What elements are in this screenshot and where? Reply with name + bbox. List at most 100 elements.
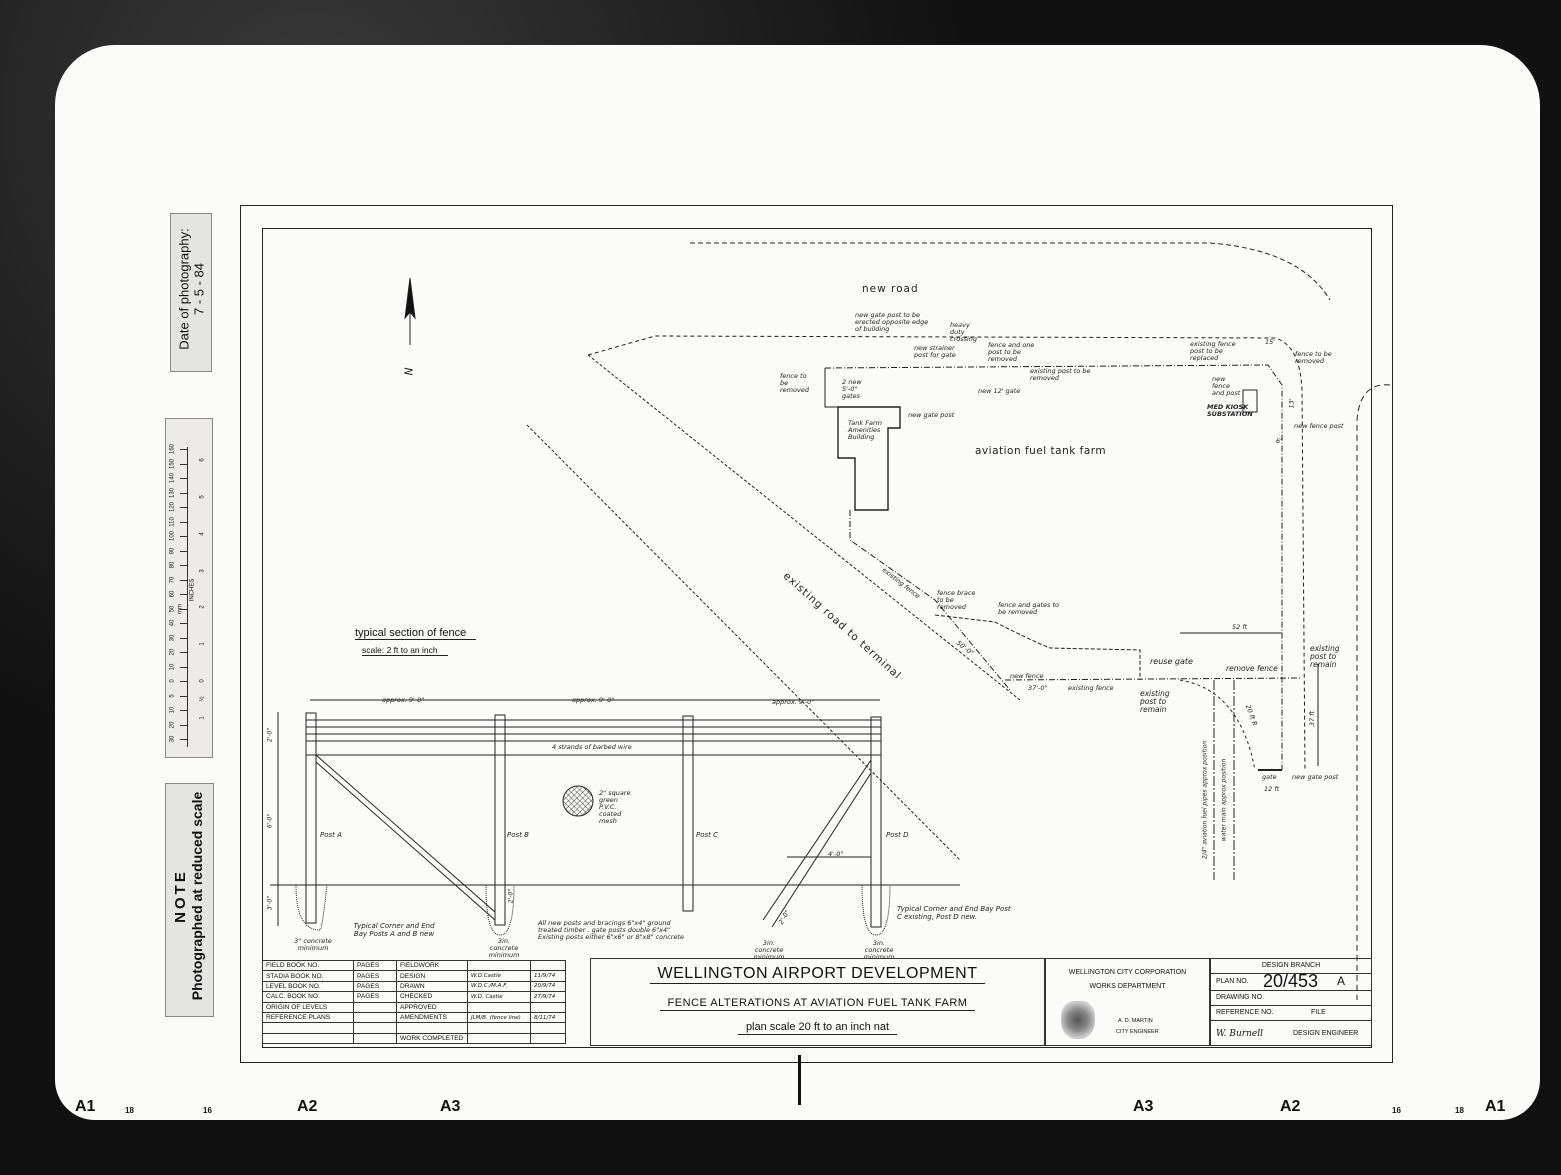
post-a-label: Post A bbox=[320, 831, 342, 839]
building-outline bbox=[837, 406, 901, 511]
signed-name: JLM/B. (fence line) bbox=[467, 1011, 531, 1024]
north-arrow-icon bbox=[404, 277, 416, 345]
note-posts-cd: Typical Corner and End Bay Post C existi… bbox=[897, 905, 1011, 921]
pages-label bbox=[353, 1001, 397, 1013]
fence-section bbox=[270, 699, 960, 936]
drawing-sheet bbox=[55, 45, 1540, 1120]
annotation: new strainer post for gate bbox=[914, 344, 956, 359]
annotation: new gate post bbox=[908, 411, 955, 419]
signed-date: 20/9/74 bbox=[530, 980, 566, 993]
plan-no-label: PLAN NO. bbox=[1216, 978, 1249, 985]
plan-no: 20/453 bbox=[1263, 971, 1319, 991]
annotation: new fence bbox=[1010, 672, 1044, 680]
curved-fence bbox=[1179, 679, 1256, 771]
drawing-no-label: DRAWING NO. bbox=[1211, 991, 1371, 1006]
fence-section-scale: scale: 2 ft to an inch bbox=[362, 645, 448, 656]
title-block-row: WORK COMPLETED bbox=[262, 1032, 566, 1045]
annotation: gate bbox=[1262, 773, 1277, 781]
ruler-tick-mark bbox=[180, 478, 187, 479]
margin-mark: A3 bbox=[1133, 1098, 1154, 1115]
role-label: DESIGN bbox=[396, 970, 468, 982]
ruler-tick-mark bbox=[180, 449, 187, 450]
signed-name bbox=[467, 1032, 531, 1045]
ruler-tick-mark bbox=[180, 695, 187, 697]
annotation: reuse gate bbox=[1150, 657, 1193, 666]
annotation: 52 ft bbox=[1232, 623, 1248, 631]
tank-farm-label: aviation fuel tank farm bbox=[975, 445, 1107, 457]
annotation: new fence post bbox=[1294, 422, 1344, 430]
dimension: 2'-0" bbox=[507, 888, 515, 904]
annotation: existing post to be removed bbox=[1030, 367, 1091, 382]
concrete-label: 3in. concrete minimum bbox=[488, 937, 520, 959]
ruler-tick-mark bbox=[180, 710, 187, 711]
post-c-label: Post C bbox=[696, 831, 719, 839]
annotation: 15' bbox=[1265, 338, 1276, 346]
annotation: heavy duty crossing bbox=[950, 321, 978, 343]
plan-scale: plan scale 20 ft to an inch nat bbox=[590, 1021, 1045, 1035]
date-of-photography-box: Date of photography: 7 - 5 - 84 bbox=[170, 213, 212, 372]
signed-date: 8/11/74 bbox=[530, 1011, 566, 1024]
road-edge-right bbox=[1356, 384, 1391, 1000]
pages-label bbox=[353, 1011, 397, 1024]
ruler-line bbox=[187, 447, 188, 747]
annotation: 37 ft bbox=[1308, 710, 1317, 727]
margin-mark: 16 bbox=[1392, 1106, 1401, 1115]
drawing-title-text: WELLINGTON AIRPORT DEVELOPMENT bbox=[649, 965, 986, 984]
drawing-subtitle: FENCE ALTERATIONS AT AVIATION FUEL TANK … bbox=[590, 997, 1045, 1011]
dimension: approx. 9'-0" bbox=[772, 698, 815, 706]
signed-name bbox=[467, 959, 531, 972]
pages-label: PAGES bbox=[353, 970, 397, 982]
road-edge-top bbox=[690, 242, 1331, 301]
ruler-tick-mark bbox=[180, 608, 187, 610]
annotation: new fence and post bbox=[1212, 375, 1241, 397]
med-kiosk-label: MED KIOSK SUBSTATION bbox=[1207, 403, 1253, 418]
annotation: remove fence bbox=[1226, 664, 1278, 673]
coat-of-arms-icon bbox=[1061, 1001, 1095, 1039]
drawing-title: WELLINGTON AIRPORT DEVELOPMENT bbox=[590, 965, 1045, 984]
pages-label: PAGES bbox=[353, 980, 397, 993]
new-road-label: new road bbox=[862, 283, 919, 295]
concrete-label: 3in. concrete minimum bbox=[753, 939, 785, 961]
fence-south bbox=[1004, 677, 1301, 681]
role-label bbox=[396, 1022, 468, 1034]
role-label: FIELDWORK bbox=[396, 959, 468, 972]
corporation-name: WELLINGTON CITY CORPORATION bbox=[1068, 969, 1187, 976]
book-label: FIELD BOOK NO. bbox=[262, 959, 354, 972]
design-branch-box: DESIGN BRANCH PLAN NO. 20/453 A DRAWING … bbox=[1210, 958, 1372, 1046]
file-label: FILE bbox=[1311, 1009, 1326, 1016]
annotation: new gate post bbox=[1292, 773, 1339, 781]
ruler-tick-mark bbox=[180, 594, 187, 595]
ruler-tick-mark bbox=[180, 463, 187, 465]
note-posts-ab: Typical Corner and End Bay Posts A and B… bbox=[353, 922, 435, 938]
annotation: fence to be removed bbox=[780, 372, 809, 394]
book-label: REFERENCE PLANS bbox=[262, 1011, 354, 1024]
fence-section-title: typical section of fence bbox=[355, 627, 477, 640]
annotation: 2 new 5'-0" gates bbox=[842, 378, 862, 400]
design-engineer-label: DESIGN ENGINEER bbox=[1293, 1030, 1359, 1037]
book-label: CALC. BOOK NO. bbox=[262, 991, 354, 1003]
annotation: 13' bbox=[1287, 398, 1296, 409]
road-edge-diag-1 bbox=[587, 354, 1021, 701]
margin-mark: A1 bbox=[75, 1098, 96, 1115]
ruler-tick-mark bbox=[180, 536, 187, 537]
annotation: 37'-0" bbox=[1028, 684, 1048, 692]
book-label bbox=[262, 1032, 354, 1045]
signed-name: W.D.C./M.A.F. bbox=[467, 980, 531, 993]
signed-date: 27/9/74 bbox=[530, 991, 566, 1003]
ruler-tick-mark bbox=[180, 507, 187, 508]
role-label: WORK COMPLETED bbox=[396, 1032, 468, 1045]
drawing-outer-border bbox=[240, 205, 1393, 1063]
concrete-label: 3in. concrete minimum bbox=[863, 939, 895, 961]
plan-revision: A bbox=[1337, 974, 1346, 988]
dimension: 2'-0" bbox=[266, 727, 274, 743]
signed-date: 11/9/74 bbox=[530, 970, 566, 982]
role-label: AMENDMENTS bbox=[396, 1011, 468, 1024]
north-label: N bbox=[403, 366, 416, 376]
annotation: fence brace to be removed bbox=[937, 589, 976, 611]
engineer-title: CITY ENGINEER bbox=[1116, 1029, 1159, 1035]
annotation: existing fence bbox=[1068, 684, 1114, 692]
